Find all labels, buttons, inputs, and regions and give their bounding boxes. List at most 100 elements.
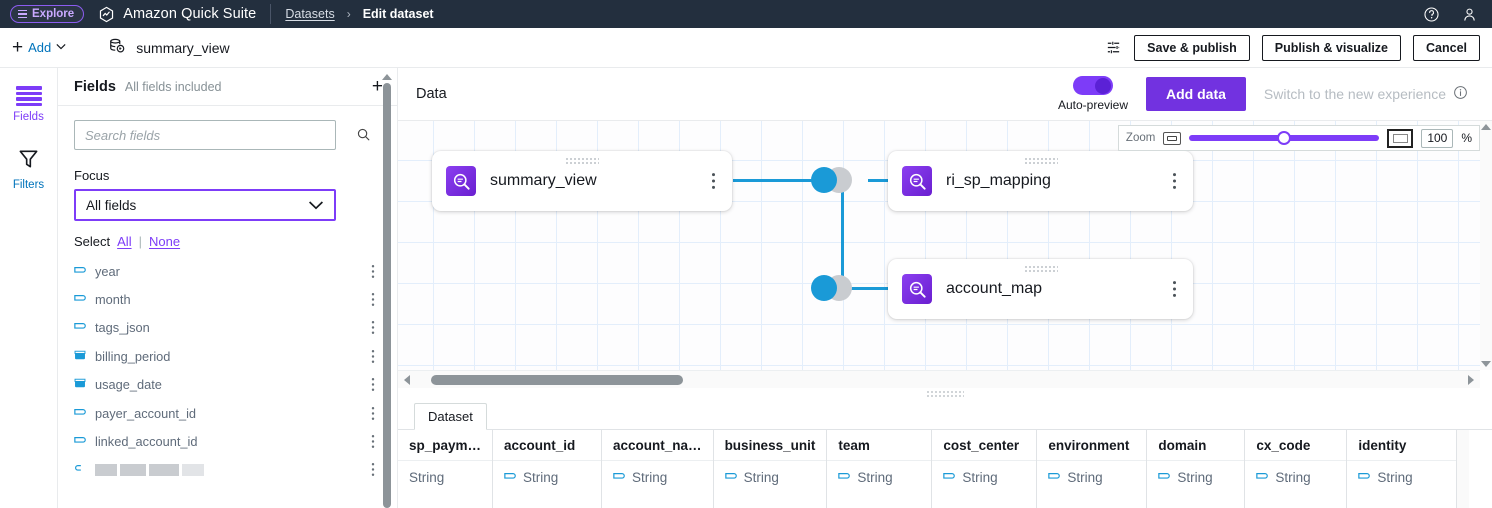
node-account-map[interactable]: account_map — [888, 259, 1193, 319]
join-account-map[interactable] — [811, 275, 852, 301]
more-vertical-icon[interactable] — [371, 320, 375, 335]
fields-panel-body: Focus All fields Select All | None — [58, 106, 397, 508]
column-header: domain — [1147, 430, 1245, 460]
topnav-actions — [1422, 5, 1482, 23]
more-vertical-icon[interactable] — [371, 434, 375, 449]
switch-experience[interactable]: Switch to the new experience — [1264, 85, 1468, 103]
auto-preview-toggle[interactable] — [1072, 76, 1113, 95]
column-type-cell: String — [1347, 460, 1457, 494]
user-icon[interactable] — [1460, 5, 1478, 23]
join-ri-sp-mapping[interactable] — [811, 167, 852, 193]
table-column[interactable]: cost_center String — [932, 430, 1038, 508]
field-list-item[interactable]: billing_period — [74, 342, 381, 370]
resize-handle-icon[interactable] — [926, 390, 964, 398]
auto-preview-label: Auto-preview — [1057, 98, 1128, 112]
field-list-item[interactable]: year — [74, 257, 381, 285]
canvas-horizontal-scrollbar[interactable] — [398, 370, 1480, 388]
save-publish-button[interactable]: Save & publish — [1134, 34, 1250, 61]
zoom-slider-handle[interactable] — [1277, 131, 1292, 145]
rail-item-filters[interactable]: Filters — [0, 147, 57, 191]
canvas-vertical-scrollbar[interactable] — [1480, 121, 1492, 370]
fields-panel-scrollbar[interactable] — [381, 74, 392, 508]
select-divider: | — [138, 234, 142, 249]
add-field-icon[interactable]: + — [371, 76, 383, 97]
table-column[interactable]: cx_code String — [1245, 430, 1348, 508]
search-icon[interactable] — [356, 127, 371, 145]
add-button[interactable]: + Add — [12, 38, 66, 57]
table-column[interactable]: sp_paym… String — [398, 430, 494, 508]
select-none-link[interactable]: None — [148, 234, 181, 249]
scrollbar-track[interactable] — [415, 374, 1463, 385]
add-data-button[interactable]: Add data — [1146, 77, 1246, 111]
more-vertical-icon[interactable] — [371, 377, 375, 392]
tab-dataset[interactable]: Dataset — [414, 403, 487, 430]
zoom-rect-icon[interactable] — [1163, 131, 1182, 145]
column-type-label: String — [523, 470, 559, 485]
more-vertical-icon[interactable] — [371, 349, 375, 364]
table-column[interactable]: domain String — [1147, 430, 1246, 508]
breadcrumb-datasets[interactable]: Datasets — [285, 7, 335, 21]
more-vertical-icon[interactable] — [371, 292, 375, 307]
column-type-cell: String — [602, 460, 713, 494]
field-list-item[interactable]: linked_account_id — [74, 427, 381, 455]
table-column[interactable]: business_unit String — [713, 430, 828, 508]
field-list-item[interactable]: month — [74, 285, 381, 313]
column-type-cell: String — [493, 460, 602, 494]
toolbar-actions: Save & publish Publish & visualize Cance… — [1104, 34, 1480, 61]
scroll-down-arrow-icon[interactable] — [1481, 361, 1491, 367]
publish-visualize-button[interactable]: Publish & visualize — [1261, 34, 1401, 61]
scroll-up-arrow-icon[interactable] — [1481, 124, 1491, 130]
node-ri-sp-mapping[interactable]: ri_sp_mapping — [888, 151, 1193, 211]
more-vertical-icon[interactable] — [1172, 172, 1177, 190]
chevron-down-icon — [308, 198, 324, 213]
cancel-button[interactable]: Cancel — [1413, 34, 1480, 61]
sliders-icon[interactable] — [1104, 39, 1122, 57]
info-icon[interactable] — [1453, 85, 1468, 103]
main-area: Data Auto-preview Add data Switch to the… — [398, 68, 1492, 508]
scrollbar-thumb[interactable] — [431, 374, 683, 385]
connector-vertical — [841, 179, 844, 289]
column-type-cell: String — [398, 460, 493, 494]
zoom-slider[interactable] — [1189, 131, 1380, 145]
scroll-up-arrow-icon[interactable] — [381, 74, 392, 80]
table-column[interactable]: account_id String — [493, 430, 603, 508]
field-list-item[interactable]: tags_json — [74, 314, 381, 342]
column-type-label: String — [632, 470, 668, 485]
more-vertical-icon[interactable] — [1172, 280, 1177, 298]
field-list-item[interactable]: payer_account_id — [74, 399, 381, 427]
column-header: business_unit — [713, 430, 827, 460]
more-vertical-icon[interactable] — [371, 264, 375, 279]
preview-vertical-scrollbar[interactable] — [1457, 430, 1470, 508]
dataset-toolbar: + Add summary_view — [0, 28, 1492, 68]
field-list-item-redacted[interactable] — [74, 456, 381, 484]
scroll-right-arrow-icon[interactable] — [1468, 374, 1474, 385]
table-column[interactable]: identity String — [1347, 430, 1458, 508]
string-type-icon — [504, 470, 516, 485]
field-list-item[interactable]: usage_date — [74, 371, 381, 399]
column-type-label: String — [409, 470, 445, 485]
preview-table: sp_paym… String account_id String a — [398, 430, 1492, 508]
fit-to-screen-icon[interactable] — [1387, 128, 1414, 148]
drag-handle-icon[interactable] — [565, 157, 599, 164]
table-column[interactable]: environment String — [1037, 430, 1148, 508]
select-all-link[interactable]: All — [117, 234, 132, 249]
rail-item-fields[interactable]: Fields — [0, 86, 57, 123]
table-column[interactable]: account_na… String — [602, 430, 714, 508]
zoom-value-input[interactable]: 100 — [1421, 128, 1454, 148]
drag-handle-icon[interactable] — [1023, 265, 1058, 272]
focus-select[interactable]: All fields — [74, 189, 336, 221]
scroll-left-arrow-icon[interactable] — [404, 374, 410, 385]
scrollbar-thumb[interactable] — [382, 83, 391, 508]
explore-button[interactable]: Explore — [10, 5, 85, 23]
more-vertical-icon[interactable] — [371, 462, 375, 477]
table-column[interactable]: team String — [827, 430, 933, 508]
quick-suite-logo-icon — [98, 6, 115, 23]
help-circle-icon[interactable] — [1422, 5, 1440, 23]
search-fields-input[interactable] — [74, 120, 336, 150]
more-vertical-icon[interactable] — [711, 172, 716, 190]
focus-selected-value: All fields — [86, 197, 137, 213]
data-flow-canvas[interactable]: summary_view ri_sp_mapping — [398, 121, 1480, 370]
drag-handle-icon[interactable] — [1023, 157, 1058, 164]
more-vertical-icon[interactable] — [371, 406, 375, 421]
node-summary-view[interactable]: summary_view — [432, 151, 732, 211]
